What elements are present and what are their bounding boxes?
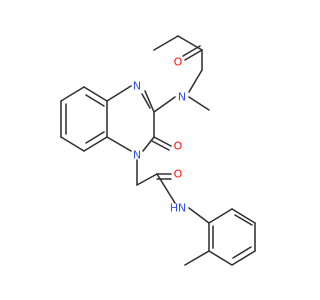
bond-aryl [208,250,233,266]
bond-benzo [83,136,108,152]
ring-nitrogen-upper-label: N [133,80,141,93]
bond-c2-o-double [151,140,170,151]
bond-n-aryl [188,207,210,224]
bond-c-n-anilide [156,173,176,204]
bond-c2-o [153,136,172,147]
anilide-nitrogen-label: N [178,202,186,215]
acetamide-oxygen-label: O [174,168,183,181]
bond-aryl-methyl [184,250,210,266]
propanoyl-oxygen-label: O [174,56,183,69]
bond-aryl [208,208,233,224]
bond-c3-n-upper-double [141,93,151,109]
amide-nitrogen-methyl-label: N [178,91,186,104]
bond-benzo-double [85,94,105,107]
bond-ethyl [153,35,179,51]
bond-aryl [231,208,256,224]
bond-aryl-double [234,214,253,226]
bond-carbonyl-o [184,49,203,61]
chemical-structure-diagram: O N N O N O N H [60,35,256,266]
bond-benzo [60,86,85,102]
bond-ch2-c [136,173,158,186]
bond-c-n [188,69,203,93]
bond-c2-n-lower [142,136,155,152]
bond-ethyl [177,35,203,51]
bond-carbonyl-o-double [182,45,201,57]
bond-n-upper-c8a [106,85,132,102]
bond-benzo [60,136,85,152]
ring-nitrogen-lower-label: N [133,149,141,162]
bond-aryl-double [232,246,252,259]
bond-n-methyl [188,96,210,111]
bond-aryl [231,250,256,266]
bond-n-c3 [153,96,176,113]
bond-c3-n-upper [144,90,155,113]
bond-lines [60,35,256,266]
bond-n-lower-c4a [106,136,132,152]
ring-carbonyl-oxygen-label: O [174,140,183,153]
bond-benzo-double [85,131,105,144]
bond-benzo [83,86,108,102]
anilide-hydrogen-label: H [170,202,178,215]
